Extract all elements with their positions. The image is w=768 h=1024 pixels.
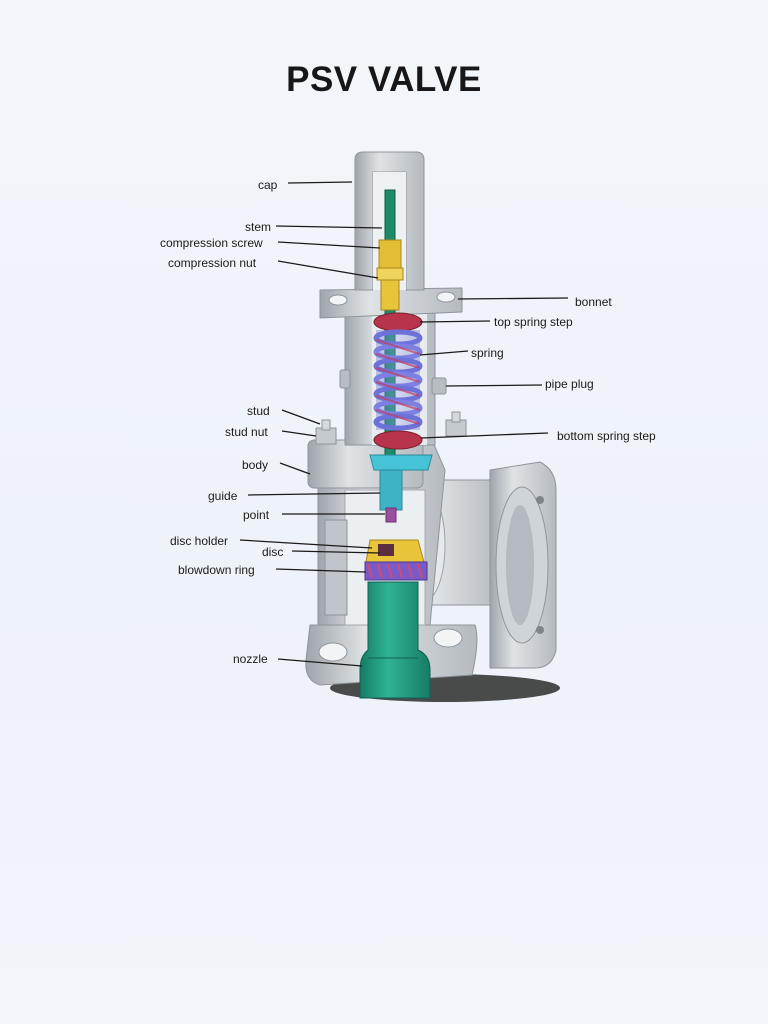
label-guide: guide <box>208 489 238 503</box>
leader-body <box>279 462 311 475</box>
label-cap: cap <box>258 178 278 192</box>
bottom-spring-step <box>373 430 423 450</box>
leader-blowdown-ring <box>275 568 367 573</box>
label-bottom-spring-step: bottom spring step <box>557 429 656 443</box>
label-compression-screw: compression screw <box>160 236 263 250</box>
leader-nozzle <box>277 658 363 667</box>
leader-bonnet <box>457 297 569 300</box>
label-pipe-plug: pipe plug <box>545 377 594 391</box>
compression-screw <box>378 239 402 269</box>
label-spring: spring <box>471 346 504 360</box>
top-spring-step <box>373 312 423 332</box>
compression-nut <box>376 267 404 281</box>
leader-compression-screw <box>277 241 381 249</box>
label-disc: disc <box>262 545 284 559</box>
leader-pipe-plug <box>445 384 543 387</box>
leader-stud-nut <box>281 430 317 437</box>
leader-cap <box>287 181 353 184</box>
leader-top-spring-step <box>419 320 491 323</box>
label-disc-holder: disc holder <box>170 534 229 548</box>
label-stud: stud <box>247 404 270 418</box>
label-point: point <box>243 508 270 522</box>
guide <box>369 454 433 511</box>
spring <box>373 329 423 431</box>
disc-holder <box>365 539 425 563</box>
leader-guide <box>247 492 381 496</box>
leader-lines <box>239 181 569 667</box>
leader-disc-holder <box>239 539 373 549</box>
leader-disc <box>291 550 381 554</box>
leader-stem <box>275 225 383 229</box>
label-top-spring-step: top spring step <box>494 315 573 329</box>
leader-compression-nut <box>277 260 379 279</box>
leader-bottom-spring-step <box>420 432 549 439</box>
label-nozzle: nozzle <box>233 652 268 666</box>
disc <box>378 544 394 556</box>
label-compression-nut: compression nut <box>168 256 257 270</box>
blowdown-ring <box>364 561 428 581</box>
label-blowdown-ring: blowdown ring <box>178 563 255 577</box>
nozzle <box>359 581 431 699</box>
leader-stud <box>281 409 321 425</box>
page-title: PSV VALVE <box>286 60 482 99</box>
point <box>385 507 397 523</box>
label-stud-nut: stud nut <box>225 425 268 439</box>
label-body: body <box>242 458 269 472</box>
leader-spring <box>419 350 469 356</box>
label-stem: stem <box>245 220 272 234</box>
label-bonnet: bonnet <box>575 295 612 309</box>
